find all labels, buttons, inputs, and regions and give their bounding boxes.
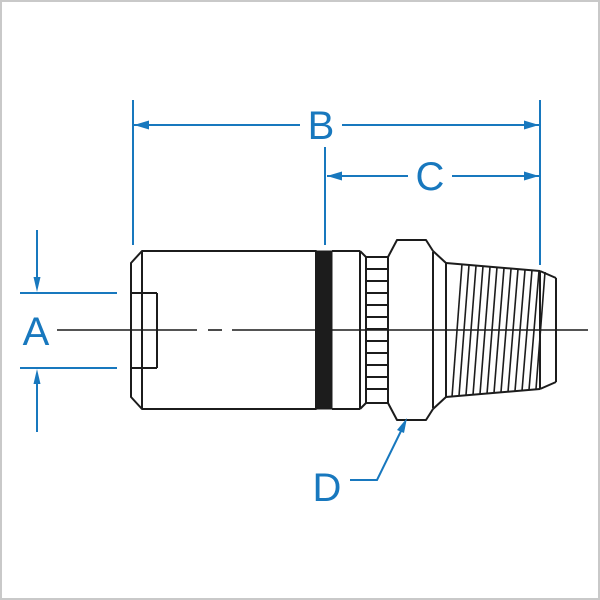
- dimension-b: B: [132, 100, 541, 265]
- hex-nut: [387, 239, 447, 421]
- collar: [332, 250, 367, 410]
- thread-line: [465, 265, 477, 396]
- serration-ladder: [365, 256, 389, 404]
- thread-line: [451, 263, 463, 398]
- tip-chamfer-bottom: [539, 381, 557, 390]
- thread-line: [507, 268, 519, 393]
- dimension-a: A: [20, 230, 117, 432]
- dimension-d-label: D: [313, 466, 342, 510]
- dimension-d: D: [313, 418, 407, 510]
- fitting-body: [130, 239, 557, 421]
- arrowhead-left-icon: [327, 171, 342, 181]
- dimension-b-label: B: [308, 104, 335, 148]
- thread-line: [458, 264, 470, 397]
- threaded-section: [445, 262, 557, 398]
- dimension-c: C: [324, 147, 539, 245]
- thread-line: [514, 269, 526, 392]
- arrowhead-up-icon: [33, 369, 41, 384]
- thread-bottom-edge: [445, 388, 541, 398]
- thread-line: [500, 268, 512, 393]
- thread-line: [521, 269, 533, 392]
- hex-bottom-silhouette: [387, 396, 447, 421]
- collar-chamfer-bottom: [359, 402, 367, 410]
- dimension-c-label: C: [416, 155, 445, 199]
- thread-line: [486, 266, 498, 395]
- collar-chamfer-top: [359, 250, 367, 258]
- thread-line: [493, 267, 505, 394]
- arrowhead-right-icon: [524, 120, 539, 130]
- hex-top-silhouette: [387, 239, 447, 264]
- arrowhead-down-icon: [33, 277, 41, 292]
- arrowhead-left-icon: [134, 120, 149, 130]
- tip-chamfer-top: [539, 270, 557, 279]
- thread-top-edge: [445, 262, 541, 272]
- arrowhead-up-icon: [397, 418, 407, 433]
- thread-line: [472, 265, 484, 396]
- arrowhead-right-icon: [524, 171, 539, 181]
- thread-line: [528, 270, 540, 391]
- leader-line: [350, 430, 402, 481]
- socket-end-band: [315, 250, 333, 410]
- dimension-a-label: A: [23, 310, 50, 354]
- thread-line: [479, 266, 491, 395]
